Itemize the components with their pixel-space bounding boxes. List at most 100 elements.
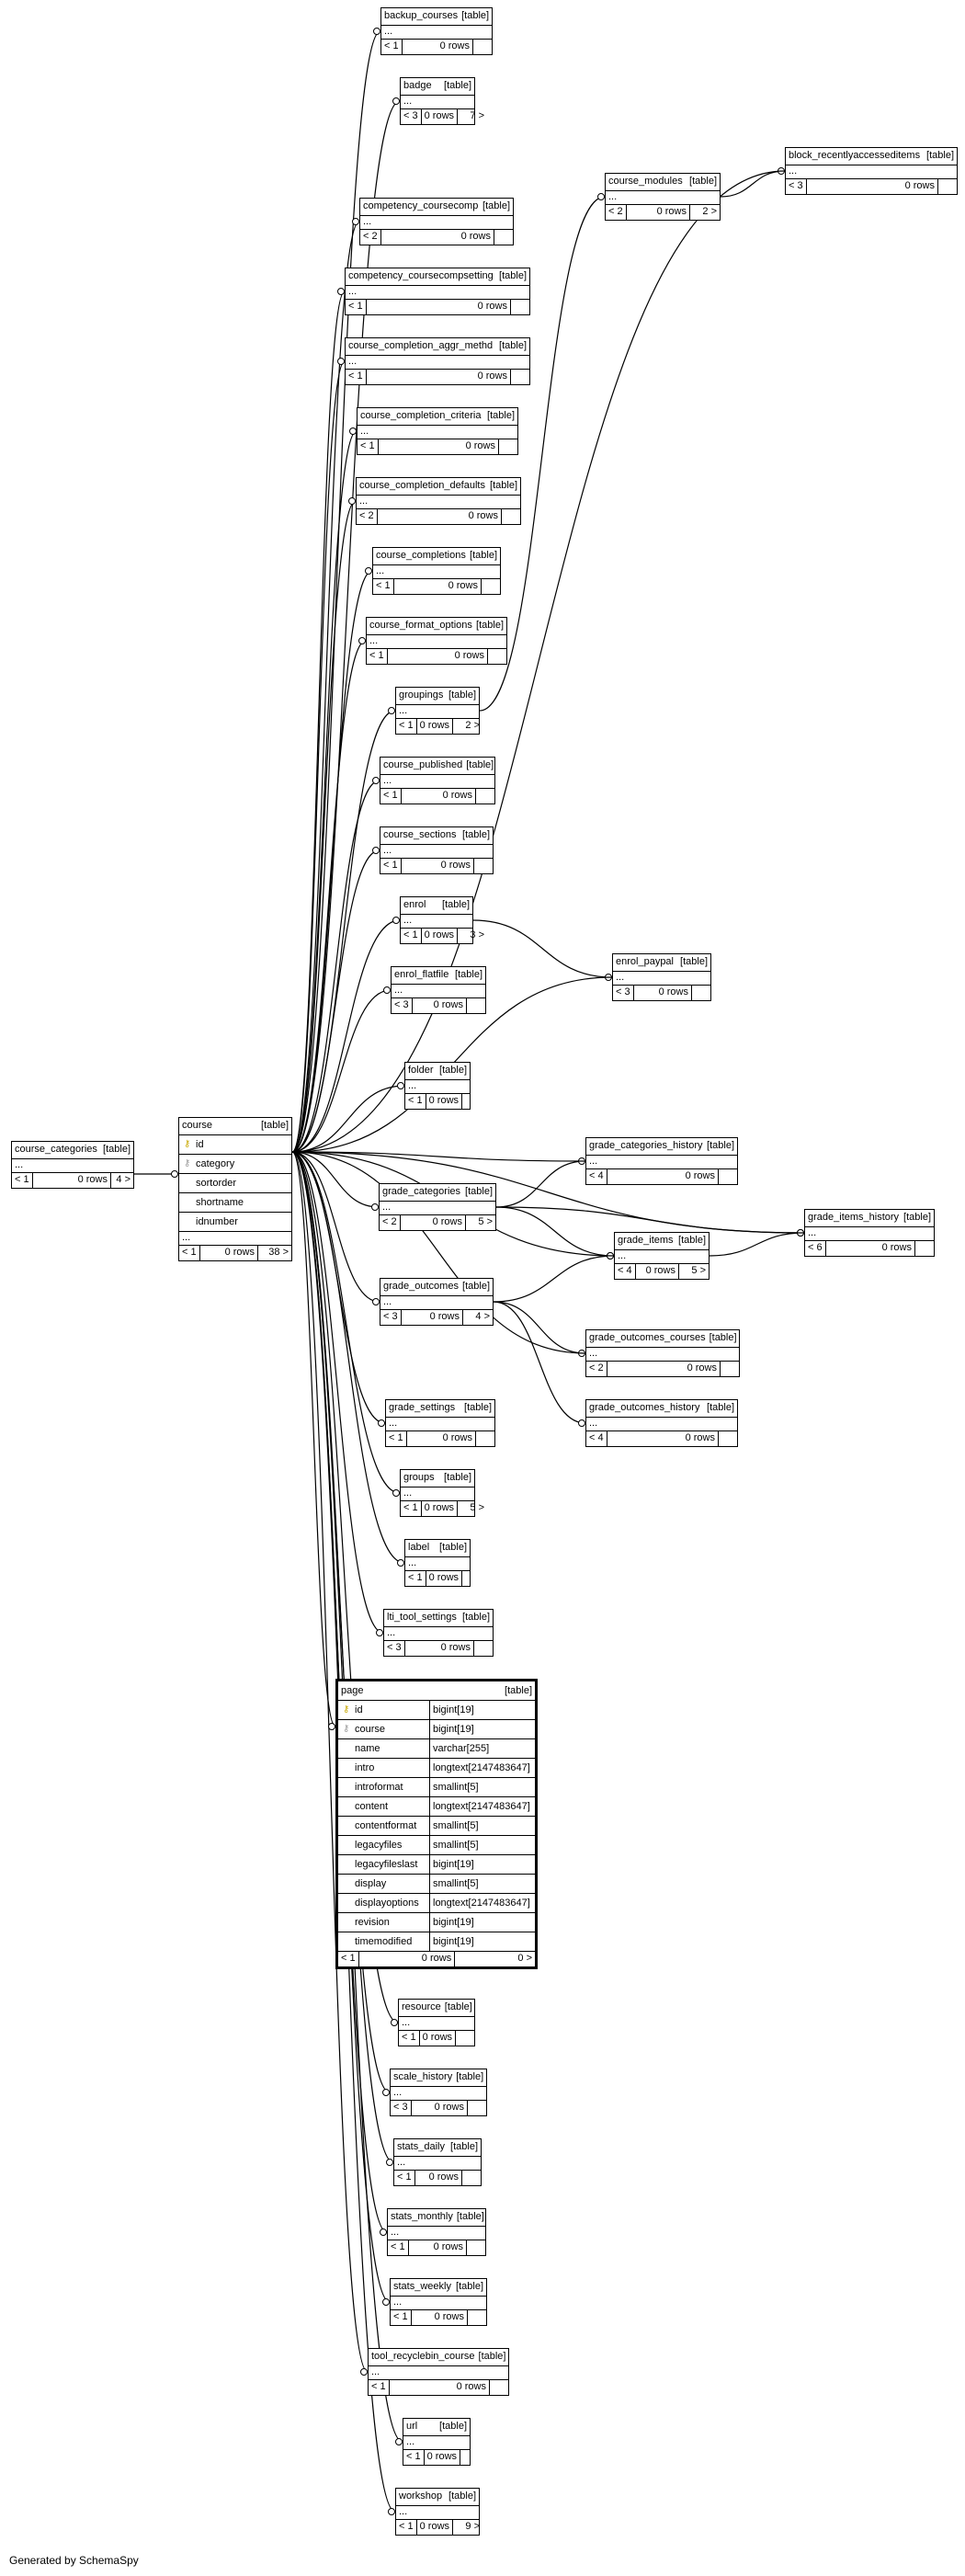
parents-count[interactable]: < 3 <box>380 1310 402 1325</box>
children-count[interactable] <box>502 509 520 524</box>
children-count[interactable] <box>467 2240 485 2255</box>
children-count[interactable]: 5 > <box>470 1502 485 1513</box>
parents-count[interactable]: < 2 <box>360 230 381 245</box>
parents-count[interactable]: < 4 <box>586 1169 607 1184</box>
children-count[interactable]: 3 > <box>470 929 485 940</box>
parents-count[interactable]: < 3 <box>391 2101 412 2115</box>
parents-count[interactable]: < 1 <box>405 1094 426 1109</box>
parents-count[interactable]: < 1 <box>405 1571 426 1586</box>
parents-count[interactable]: < 1 <box>391 2310 412 2325</box>
children-count[interactable]: 0 > <box>517 1953 532 1964</box>
parents-count[interactable]: < 1 <box>403 2450 425 2465</box>
table-block_recentlyaccesseditems[interactable]: block_recentlyaccesseditems[table]...< 3… <box>785 147 958 195</box>
parents-count[interactable]: < 2 <box>357 509 378 524</box>
children-count[interactable] <box>460 2450 479 2465</box>
children-count[interactable] <box>721 1362 739 1376</box>
parents-count[interactable]: < 1 <box>399 2031 420 2046</box>
children-count[interactable] <box>490 2380 508 2395</box>
parents-count[interactable]: < 1 <box>373 579 394 594</box>
children-count[interactable] <box>462 1571 481 1586</box>
children-count[interactable] <box>476 789 494 804</box>
children-count[interactable] <box>473 40 492 54</box>
column-id[interactable]: ⚷id <box>179 1135 291 1155</box>
parents-count[interactable]: < 3 <box>786 179 807 194</box>
parents-count[interactable]: < 1 <box>401 929 422 943</box>
children-count[interactable] <box>488 649 506 664</box>
children-count[interactable] <box>719 1431 737 1446</box>
parents-count[interactable]: < 2 <box>380 1215 401 1230</box>
parents-count[interactable]: < 4 <box>615 1264 636 1279</box>
table-competency_coursecompsetting[interactable]: competency_coursecompsetting[table]...< … <box>345 268 530 315</box>
children-count[interactable]: 2 > <box>702 206 717 217</box>
parents-count[interactable]: < 1 <box>381 40 403 54</box>
parents-count[interactable]: < 3 <box>613 986 634 1000</box>
parents-count[interactable]: < 2 <box>606 205 627 220</box>
column-category[interactable]: ⚷category <box>179 1155 291 1174</box>
children-count[interactable] <box>468 2101 486 2115</box>
parents-count[interactable]: < 1 <box>380 859 402 873</box>
parents-count[interactable]: < 1 <box>12 1173 33 1188</box>
column-shortname[interactable]: shortname <box>179 1193 291 1213</box>
parents-count[interactable]: < 1 <box>394 2171 415 2185</box>
children-count[interactable]: 4 > <box>116 1174 131 1185</box>
parents-count[interactable]: < 1 <box>388 2240 409 2255</box>
parents-count[interactable]: < 1 <box>358 439 379 454</box>
children-count[interactable] <box>499 439 517 454</box>
children-count[interactable] <box>719 1169 737 1184</box>
parents-count[interactable]: < 1 <box>367 649 388 664</box>
children-count[interactable]: 5 > <box>691 1265 706 1276</box>
parents-count[interactable]: < 1 <box>346 300 367 314</box>
parents-count[interactable]: < 1 <box>386 1431 407 1446</box>
children-count[interactable] <box>511 370 529 384</box>
children-count[interactable] <box>474 1641 493 1656</box>
children-count[interactable] <box>938 179 957 194</box>
parents-count[interactable]: < 1 <box>396 719 417 734</box>
children-count[interactable] <box>915 1241 934 1256</box>
children-count[interactable]: 38 > <box>268 1247 289 1258</box>
parents-count[interactable]: < 1 <box>338 1952 359 1966</box>
children-count[interactable] <box>482 579 500 594</box>
table-course[interactable]: course[table] ⚷id ⚷category sortorder sh… <box>178 1117 292 1261</box>
children-count[interactable]: 9 > <box>465 2521 481 2532</box>
column-sortorder[interactable]: sortorder <box>179 1174 291 1193</box>
children-count[interactable]: 7 > <box>470 110 485 121</box>
children-count[interactable] <box>462 2171 481 2185</box>
children-count[interactable] <box>511 300 529 314</box>
children-count[interactable]: 5 > <box>478 1216 493 1227</box>
